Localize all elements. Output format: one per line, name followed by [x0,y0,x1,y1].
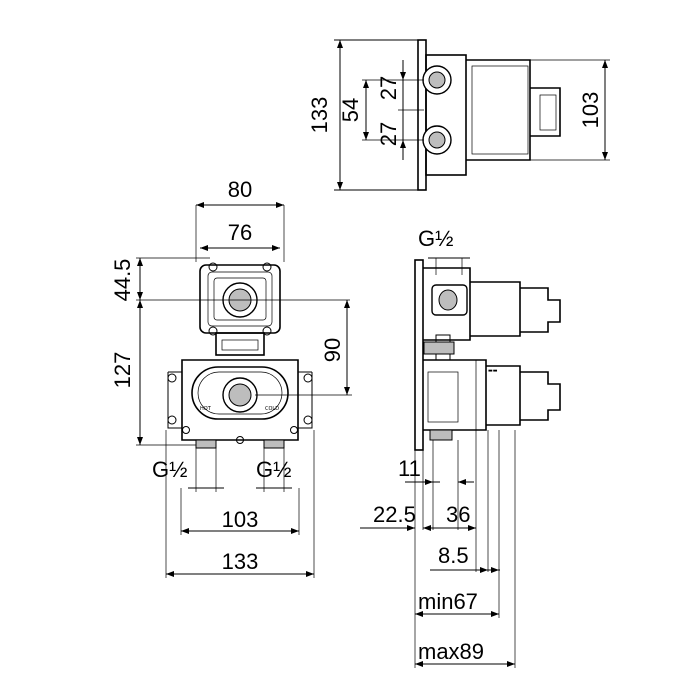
top-view: 133 54 27 27 103 [307,39,610,191]
dim-side-11: 11 [398,456,421,481]
dim-side-36: 36 [446,502,470,527]
dim-front-133: 133 [222,549,259,574]
svg-text:▬▬: ▬▬ [488,368,498,374]
label-inlet-right: G½ [256,457,291,482]
dim-top-27-lower: 27 [376,122,401,146]
side-view: ▬▬ G½ 11 22.5 36 8.5 [360,226,561,668]
dim-front-127: 127 [110,352,135,389]
dim-side-8-5: 8.5 [438,543,469,568]
dim-front-80: 80 [228,177,252,202]
dim-side-min67: min67 [418,589,478,614]
dim-front-76: 76 [228,220,252,245]
label-inlet-left: G½ [152,457,187,482]
dim-front-103: 103 [222,507,259,532]
dim-top-103: 103 [578,92,603,129]
dim-front-90: 90 [320,338,345,362]
dim-top-27-upper: 27 [376,76,401,100]
label-thread-side: G½ [418,226,453,251]
front-view: HOT COLD 80 76 44.5 127 90 G½ [110,177,352,578]
marking-cold: COLD [265,406,279,412]
dim-side-max89: max89 [418,639,484,664]
dim-front-44-5: 44.5 [110,259,135,302]
dim-side-22-5: 22.5 [373,502,416,527]
dim-top-133: 133 [307,97,332,134]
dim-top-54: 54 [338,98,363,122]
marking-hot: HOT [200,406,212,412]
